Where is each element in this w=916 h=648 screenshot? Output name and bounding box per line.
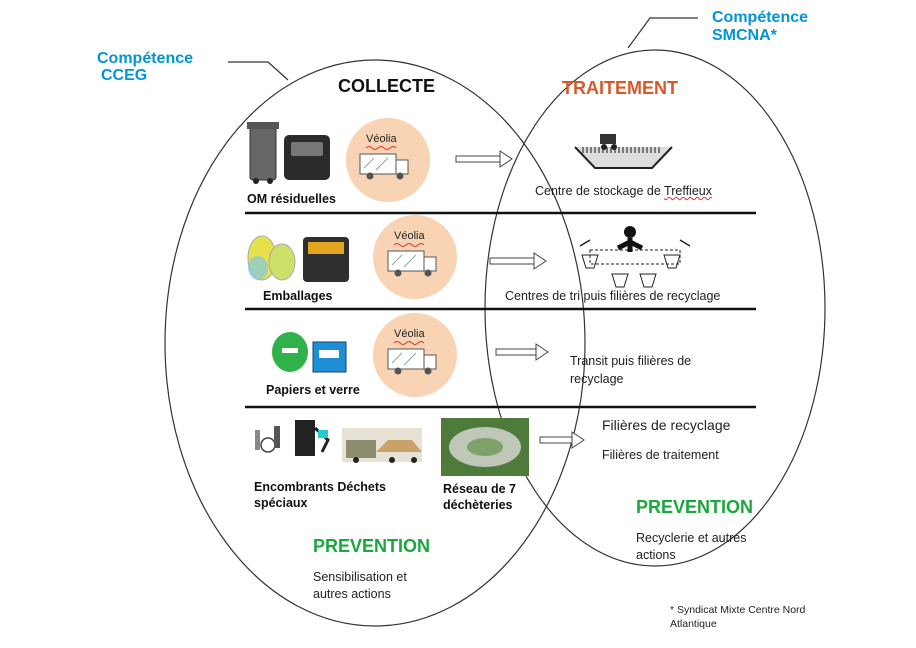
cceg-label-line2: CCEG bbox=[101, 67, 148, 84]
destination-stockage-place: Treffieux bbox=[664, 184, 712, 198]
traitement-header: TRAITEMENT bbox=[562, 78, 678, 98]
destination-recyclage: Filières de recyclage bbox=[602, 417, 731, 433]
prevention-left-title: PREVENTION bbox=[313, 536, 431, 556]
blue-paper-bin-icon bbox=[312, 341, 347, 373]
prevention-right-line2: actions bbox=[636, 548, 676, 562]
cceg-label-line1: Compétence bbox=[97, 50, 194, 67]
network-label-line2: déchèteries bbox=[443, 498, 513, 512]
network-label-line1: Réseau de 7 bbox=[443, 482, 516, 496]
destination-transit-line2: recyclage bbox=[570, 372, 624, 386]
car-trailer-icon bbox=[342, 428, 422, 463]
destination-tri: Centres de tri puis filières de recyclag… bbox=[505, 289, 721, 303]
footnote-line1: * Syndicat Mixte Centre Nord bbox=[670, 604, 806, 616]
veolia-underline-2 bbox=[393, 243, 425, 247]
batteries-icon bbox=[255, 426, 280, 453]
destination-stockage: Centre de stockage de Treffieux bbox=[535, 183, 712, 200]
cceg-ellipse bbox=[164, 59, 586, 627]
smcna-leader-line bbox=[627, 17, 698, 49]
row-label-om: OM résiduelles bbox=[247, 192, 336, 206]
landfill-icon bbox=[574, 134, 673, 169]
veolia-underline-1 bbox=[365, 146, 397, 150]
destination-stockage-prefix: Centre de stockage de bbox=[535, 184, 665, 198]
truck-icon bbox=[387, 250, 437, 277]
arrow-icon bbox=[495, 343, 549, 361]
truck-icon bbox=[387, 348, 437, 375]
arrow-icon bbox=[539, 431, 585, 449]
prevention-left-line1: Sensibilisation et bbox=[313, 570, 407, 584]
fuel-pump-icon bbox=[295, 420, 330, 456]
arrow-icon bbox=[489, 252, 547, 270]
cceg-leader-line bbox=[228, 61, 289, 81]
footnote-line2: Atlantique bbox=[670, 618, 717, 630]
operator-label: Véolia bbox=[394, 230, 425, 242]
destination-traitement: Filières de traitement bbox=[602, 448, 719, 462]
destination-transit-line1: Transit puis filières de bbox=[570, 354, 692, 368]
collecte-header: COLLECTE bbox=[338, 76, 435, 96]
smcna-label-line2: SMCNA* bbox=[712, 27, 777, 44]
operator-label: Véolia bbox=[366, 133, 397, 145]
sorting-center-icon bbox=[579, 226, 691, 288]
truck-icon bbox=[359, 153, 409, 180]
green-glass-bin-icon bbox=[272, 332, 308, 372]
yellow-bags-icon bbox=[247, 235, 296, 281]
row-label-encombrants-line2: spéciaux bbox=[254, 496, 308, 510]
operator-label: Véolia bbox=[394, 328, 425, 340]
smcna-label-line1: Compétence bbox=[712, 9, 809, 26]
row-label-papiers: Papiers et verre bbox=[266, 383, 360, 397]
black-container-icon bbox=[284, 135, 330, 180]
prevention-right-line1: Recyclerie et autres bbox=[636, 531, 747, 545]
prevention-right-title: PREVENTION bbox=[636, 497, 754, 517]
arrow-icon bbox=[455, 150, 513, 168]
prevention-left-line2: autres actions bbox=[313, 587, 391, 601]
yellow-container-icon bbox=[303, 237, 349, 282]
row-label-encombrants-line1: Encombrants Déchets bbox=[254, 480, 386, 494]
dechetterie-aerial-icon bbox=[441, 418, 529, 476]
grey-bin-icon bbox=[247, 122, 279, 184]
veolia-underline-3 bbox=[393, 341, 425, 345]
row-label-emballages: Emballages bbox=[263, 289, 333, 303]
